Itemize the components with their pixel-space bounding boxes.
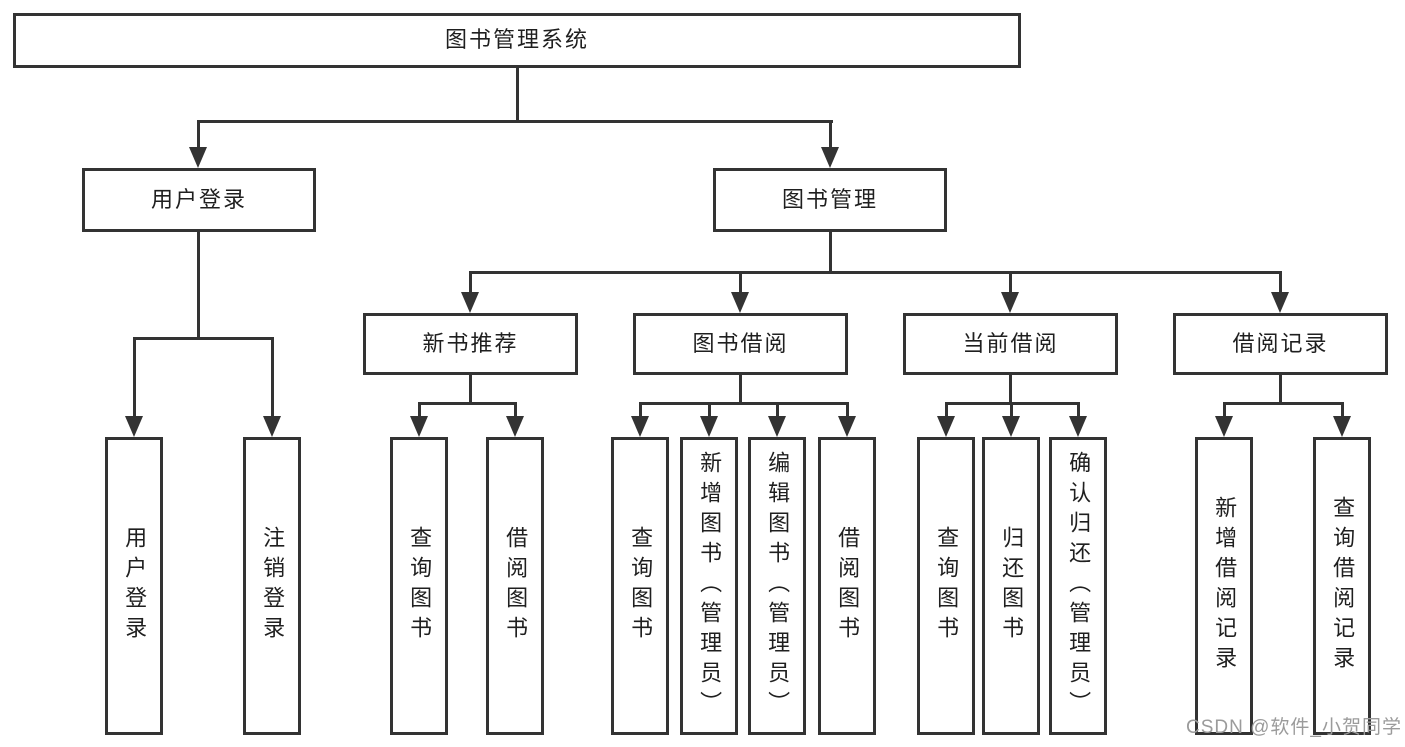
node-current-borrowing: 当前借阅 [903,313,1118,375]
node-book-borrowing: 图书借阅 [633,313,848,375]
node-label: 图书管理系统 [444,27,589,53]
node-label: 编辑图书（管理员） [765,451,791,721]
connector-line [514,402,517,419]
node-system-root: 图书管理系统 [13,13,1021,68]
node-label: 归还图书 [999,526,1025,646]
node-leaf-bb-edit-books-admin: 编辑图书（管理员） [748,437,806,735]
arrow-down-icon [821,147,839,168]
node-leaf-br-query-record: 查询借阅记录 [1313,437,1371,735]
arrow-down-icon [1333,416,1351,437]
arrow-down-icon [768,416,786,437]
node-label: 查询图书 [407,526,433,646]
arrow-down-icon [838,416,856,437]
arrow-down-icon [1069,416,1087,437]
arrow-down-icon [189,147,207,168]
node-leaf-bb-borrow-books: 借阅图书 [818,437,876,735]
node-label: 查询借阅记录 [1330,496,1356,676]
connector-line [1223,402,1226,419]
connector-line [133,337,274,340]
node-label: 新增借阅记录 [1212,496,1238,676]
connector-line [776,402,779,419]
node-label: 新增图书（管理员） [697,451,723,721]
arrow-down-icon [125,416,143,437]
node-label: 借阅图书 [835,526,861,646]
connector-line [469,271,1282,274]
connector-line [133,337,136,419]
node-leaf-cb-return-books: 归还图书 [982,437,1040,735]
node-book-management: 图书管理 [713,168,947,232]
arrow-down-icon [937,416,955,437]
watermark: CSDN @软件_小贺同学 [1186,717,1402,738]
connector-line [197,120,833,123]
connector-line [639,402,642,419]
connector-line [1279,375,1282,405]
connector-line [1010,402,1013,419]
connector-line [739,271,742,295]
node-leaf-bb-add-books-admin: 新增图书（管理员） [680,437,738,735]
connector-line [516,68,519,122]
connector-line [639,402,849,405]
node-label: 注销登录 [260,526,286,646]
connector-line [197,120,200,150]
connector-line [418,402,517,405]
node-leaf-nbr-query-books: 查询图书 [390,437,448,735]
connector-line [469,375,472,405]
connector-line [846,402,849,419]
connector-line [271,337,274,419]
arrow-down-icon [1271,292,1289,313]
node-label: 当前借阅 [962,330,1059,356]
node-leaf-nbr-borrow-books: 借阅图书 [486,437,544,735]
connector-line [829,232,832,273]
connector-line [1341,402,1344,419]
node-label: 用户登录 [122,526,148,646]
connector-line [418,402,421,419]
node-leaf-logout: 注销登录 [243,437,301,735]
node-label: 查询图书 [628,526,654,646]
connector-line [1279,271,1282,295]
arrow-down-icon [410,416,428,437]
node-borrowing-records: 借阅记录 [1173,313,1388,375]
connector-line [1223,402,1344,405]
connector-line [829,120,832,150]
node-leaf-br-add-record: 新增借阅记录 [1195,437,1253,735]
connector-line [945,402,948,419]
node-leaf-bb-query-books: 查询图书 [611,437,669,735]
arrow-down-icon [700,416,718,437]
node-user-login: 用户登录 [82,168,316,232]
arrow-down-icon [1215,416,1233,437]
connector-line [708,402,711,419]
node-label: 用户登录 [150,186,247,212]
connector-line [1009,375,1012,405]
connector-line [1009,271,1012,295]
node-label: 借阅图书 [503,526,529,646]
node-new-book-recommend: 新书推荐 [363,313,578,375]
connector-line [1077,402,1080,419]
node-label: 图书借阅 [692,330,789,356]
arrow-down-icon [631,416,649,437]
node-label: 新书推荐 [422,330,519,356]
arrow-down-icon [263,416,281,437]
arrow-down-icon [506,416,524,437]
arrow-down-icon [1001,292,1019,313]
connector-line [739,375,742,405]
node-leaf-cb-query-books: 查询图书 [917,437,975,735]
node-label: 查询图书 [934,526,960,646]
connector-line [197,232,200,339]
arrow-down-icon [731,292,749,313]
node-leaf-user-login: 用户登录 [105,437,163,735]
node-label: 借阅记录 [1232,330,1329,356]
node-label: 确认归还（管理员） [1066,451,1092,721]
node-label: 图书管理 [781,186,878,212]
connector-line [469,271,472,295]
arrow-down-icon [1002,416,1020,437]
arrow-down-icon [461,292,479,313]
node-leaf-cb-confirm-return: 确认归还（管理员） [1049,437,1107,735]
